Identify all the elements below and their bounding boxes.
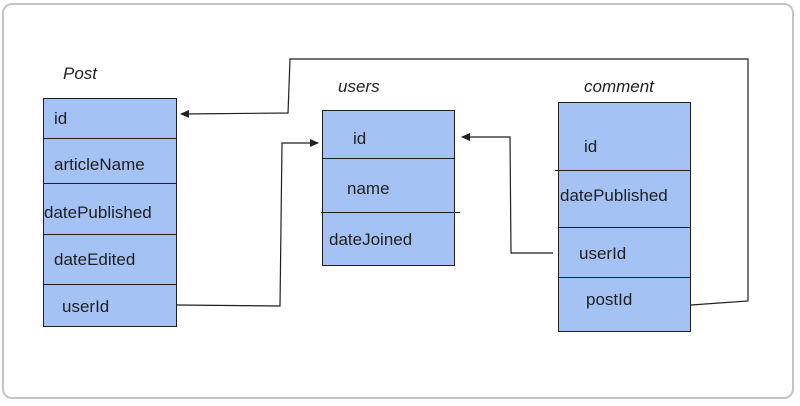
comment-separator [559, 277, 690, 278]
table-title-post: Post [63, 64, 98, 83]
comment-separator [555, 170, 690, 171]
users-separator [321, 212, 460, 213]
post-field-userid: userId [62, 297, 110, 316]
comment-field-userid: userId [579, 244, 627, 263]
post-field-datepublished: datePublished [44, 203, 152, 222]
comment-separator [559, 227, 690, 228]
users-field-id: id [353, 129, 367, 148]
comment-field-datepublished: datePublished [560, 186, 668, 205]
post-field-articlename: articleName [54, 155, 145, 174]
post-field-dateedited: dateEdited [54, 250, 136, 269]
users-field-datejoined: dateJoined [329, 230, 413, 249]
table-users: id name dateJoined [321, 110, 460, 266]
post-separator [44, 234, 176, 235]
table-post: id articleName datePublished dateEdited … [43, 98, 177, 327]
post-separator [44, 284, 176, 285]
table-title-comment: comment [584, 77, 654, 96]
post-separator [44, 183, 176, 184]
post-separator [44, 138, 176, 139]
relation-post-userid-to-users-id [176, 139, 319, 307]
comment-field-id: id [584, 137, 598, 156]
users-separator [323, 158, 454, 159]
relation-comment-userid-to-users-id [461, 133, 553, 254]
comment-field-postid: postId [586, 290, 633, 309]
table-title-users: users [338, 77, 380, 96]
table-comment: id datePublished userId postId [555, 102, 691, 332]
users-field-name: name [347, 179, 390, 198]
relation-comment-postid-to-post-id [180, 58, 749, 306]
post-field-id: id [54, 109, 68, 128]
